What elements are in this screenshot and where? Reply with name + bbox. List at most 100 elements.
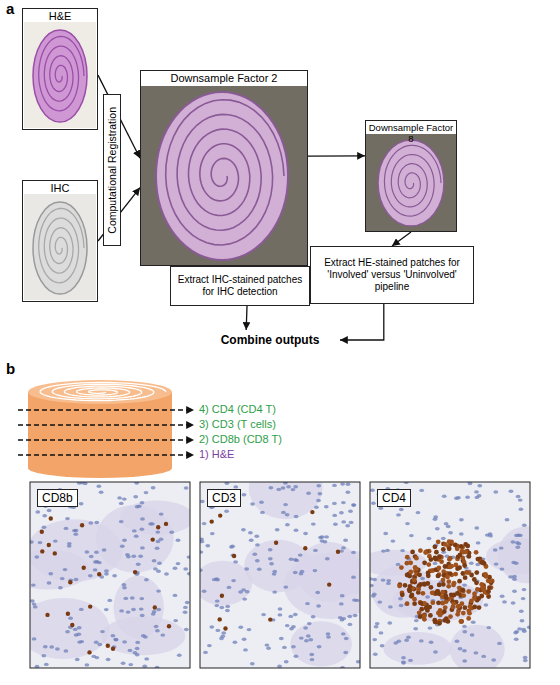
stained-cell [460,601,465,606]
cell-nucleus [324,535,329,538]
cell-nucleus [144,578,149,581]
cell-nucleus [514,630,519,633]
stained-cell [45,613,49,617]
cell-nucleus [155,530,160,533]
cell-nucleus [111,634,116,637]
cell-nucleus [493,548,498,551]
tissue-region [450,625,505,668]
cell-nucleus [340,482,345,485]
cell-nucleus [64,527,69,530]
cell-nucleus [477,484,482,487]
cell-nucleus [481,655,486,658]
cell-nucleus [458,647,463,650]
cell-nucleus [356,660,360,663]
stained-cell [446,579,451,584]
cell-nucleus [465,496,470,499]
cell-nucleus [176,539,181,542]
cell-nucleus [519,508,524,511]
cell-nucleus [155,629,160,632]
stained-cell [268,617,272,621]
stained-cell [408,560,413,565]
stained-cell [223,626,227,630]
cell-nucleus [323,540,328,543]
cell-nucleus [459,532,464,535]
cell-nucleus [94,641,99,644]
stained-cell [413,565,418,570]
cell-nucleus [53,539,58,542]
tissue-region [120,501,190,535]
cell-nucleus [372,578,377,581]
cell-nucleus [311,522,316,525]
section-cut-line [18,439,194,440]
cell-nucleus [300,570,305,573]
cell-nucleus [420,577,425,580]
stained-cell [463,605,468,610]
cell-nucleus [259,501,264,504]
section-cut-line [18,424,194,425]
section-cut-line [18,454,194,455]
cell-nucleus [159,512,164,515]
cell-nucleus [332,514,337,517]
cell-nucleus [306,492,311,495]
cell-nucleus [409,534,414,537]
cell-nucleus [58,586,63,589]
stained-cell [476,557,481,562]
cell-nucleus [317,645,322,648]
cell-nucleus [433,650,438,653]
registered-image-df8 [384,145,441,216]
cell-nucleus [88,521,93,524]
stained-cell [408,570,413,575]
section-label: 1) H&E [199,448,234,460]
cell-nucleus [391,539,396,542]
cell-nucleus [79,502,84,505]
cell-nucleus [48,572,53,575]
stained-cell [459,619,464,624]
cell-nucleus [371,502,376,505]
stained-cell [418,600,423,605]
flow-arrow [246,306,248,330]
cell-nucleus [119,520,124,523]
cell-nucleus [112,574,117,577]
cell-nucleus [183,567,188,570]
cell-nucleus [373,653,378,656]
stained-cell [232,554,236,558]
cell-nucleus [265,643,270,646]
tissue-region [284,553,360,619]
cell-nucleus [248,531,253,534]
cell-nucleus [93,560,98,563]
cell-nucleus [486,626,491,629]
registered-image-df2 [166,100,284,245]
cell-nucleus [134,535,139,538]
stain-tag: CD8b [37,489,78,507]
cell-nucleus [388,605,393,608]
stained-cell [437,566,442,571]
cell-nucleus [275,528,280,531]
cell-nucleus [254,535,259,538]
cell-nucleus [505,518,510,521]
tissue-region [200,561,252,606]
ihc-slide-image [39,208,84,282]
cell-nucleus [220,635,225,638]
node-text: Downsample Factor 8 [366,122,456,145]
cell-nucleus [89,555,94,558]
cell-nucleus [209,625,214,628]
stained-cell [153,605,157,609]
cell-nucleus [283,585,288,588]
stained-cell [336,550,340,554]
cell-nucleus [477,494,482,497]
cell-nucleus [427,537,432,540]
cell-nucleus [183,606,188,609]
cell-nucleus [122,640,127,643]
section-label: 4) CD4 (CD4 T) [199,403,276,415]
cell-nucleus [400,549,405,552]
stained-cell [472,592,477,597]
stained-cell [417,572,422,577]
cell-nucleus [122,539,127,542]
stained-cell [474,570,479,575]
registered-image-df2 [141,86,307,265]
stained-cell [97,572,101,576]
ihc-micrograph [359,481,559,674]
cell-nucleus [281,486,286,489]
stained-cell [466,570,471,575]
